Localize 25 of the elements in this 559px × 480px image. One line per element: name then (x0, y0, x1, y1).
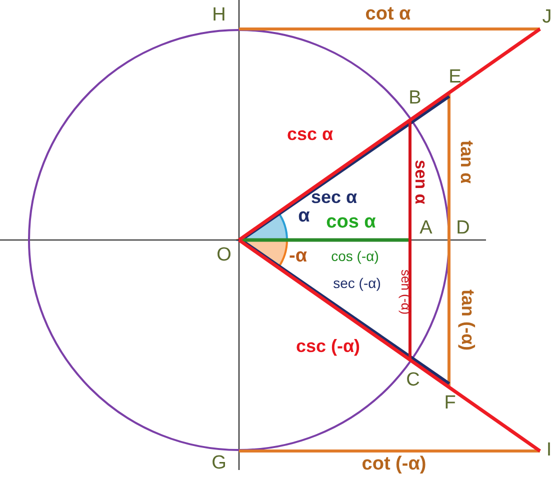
point-label: H (212, 6, 226, 24)
point-label: E (448, 68, 462, 86)
segment-label: tan (-α) (459, 289, 477, 351)
point-label: B (408, 88, 422, 108)
point-label: D (456, 218, 470, 238)
segment-label: cot (-α) (362, 454, 426, 474)
segment-label: sen α (412, 160, 430, 204)
point-label: G (212, 454, 226, 472)
point-label: F (444, 394, 456, 412)
angle-label: -α (289, 246, 307, 266)
point-label: I (546, 440, 552, 460)
segment-label: cos (-α) (331, 249, 379, 263)
segment-label: sec α (310, 188, 358, 206)
segment-label: csc α (286, 125, 334, 143)
segment-label: tan α (458, 140, 476, 184)
segment-label: cot α (365, 4, 411, 24)
point-label: C (406, 370, 420, 390)
segment-label: sen (-α) (400, 269, 412, 315)
point-label: J (542, 8, 552, 26)
point-label: O (216, 246, 232, 264)
segment-label: csc (-α) (296, 337, 360, 355)
angle-label: α (298, 206, 310, 226)
point-label: A (420, 218, 432, 238)
segment-label: cos α (326, 212, 376, 232)
segment-label: sec (-α) (333, 276, 381, 290)
